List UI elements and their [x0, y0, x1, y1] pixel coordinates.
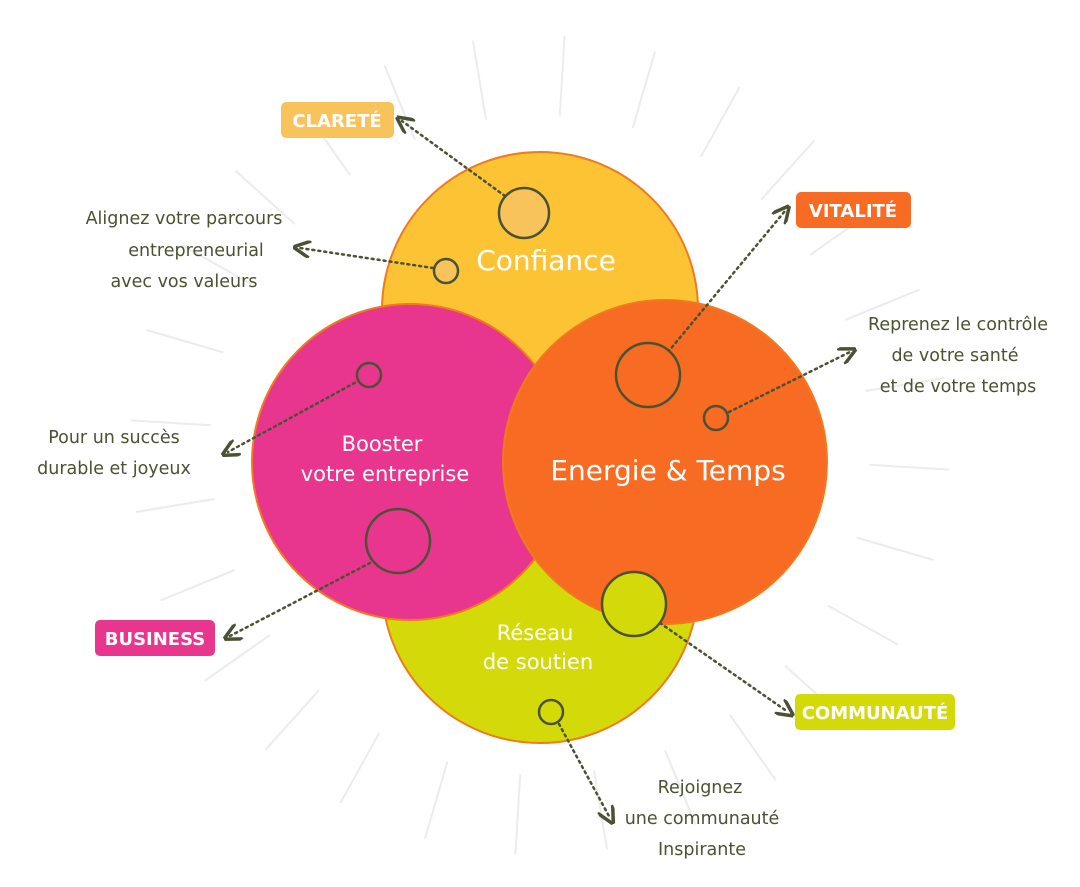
connector-rejoignez	[557, 722, 610, 818]
confiance-label: Confiance	[476, 244, 616, 277]
connector-parcours	[300, 248, 435, 270]
note-sante-line2: de votre santé	[891, 346, 1018, 366]
connectors	[228, 121, 850, 818]
ray	[865, 376, 945, 392]
tag-clarete-label: CLARETÉ	[292, 110, 381, 132]
booster-label-line2: votre entreprise	[301, 462, 470, 486]
ray	[760, 139, 816, 201]
connector-clarete	[402, 121, 507, 198]
connector-succes	[228, 378, 362, 452]
note-parcours-line1: Alignez votre parcours	[86, 209, 283, 229]
tag-vitalite-bg	[796, 192, 911, 228]
sunburst-rays	[130, 35, 950, 855]
tag-business-bg	[95, 620, 215, 656]
energie-circle	[502, 299, 828, 625]
ray	[514, 774, 522, 855]
reseau-label-line2: de soutien	[483, 650, 593, 674]
note-communaute-line3: Inspirante	[658, 840, 746, 860]
connector-vitalite	[666, 211, 785, 354]
bubble-communaute	[600, 570, 668, 638]
tag-vitalite: VITALITÉ	[796, 192, 911, 228]
note-succes-line1: Pour un succès	[48, 428, 180, 448]
booster-label-line1: Booster	[342, 432, 423, 456]
ray	[160, 569, 235, 602]
energie-label: Energie & Temps	[550, 454, 785, 487]
ray	[631, 51, 656, 129]
ray	[204, 634, 271, 682]
note-sante-line3: et de votre temps	[880, 377, 1037, 397]
tag-communaute-label: COMMUNAUTÉ	[802, 702, 949, 724]
note-communaute-line1: Rejoignez	[658, 778, 743, 798]
note-communaute-line2: une communauté	[625, 809, 780, 829]
ray	[130, 419, 211, 427]
ray	[135, 498, 215, 514]
ray	[146, 329, 224, 354]
ray	[471, 40, 487, 120]
bubble-business	[364, 507, 432, 575]
bubble-vitalite	[614, 341, 682, 409]
connector-communaute	[658, 621, 788, 712]
ray	[264, 689, 320, 751]
ray	[664, 750, 697, 825]
bubble-sante	[702, 404, 730, 432]
ray	[339, 732, 381, 804]
note-sante-line1: Reprenez le contrôle	[868, 315, 1048, 335]
ray	[699, 86, 741, 158]
tag-clarete-bg	[281, 102, 394, 138]
ray	[424, 761, 449, 839]
reseau-label-line1: Réseau	[497, 621, 574, 645]
bubble-succes	[355, 361, 383, 389]
note-parcours-line2: entrepreneurial	[128, 241, 264, 261]
tag-business: BUSINESS	[95, 620, 215, 656]
tag-business-label: BUSINESS	[105, 629, 205, 650]
ray	[869, 463, 950, 471]
tag-clarete: CLARETÉ	[281, 102, 394, 138]
tag-vitalite-label: VITALITÉ	[809, 200, 897, 222]
note-parcours-line3: avec vos valeurs	[111, 272, 258, 292]
note-succes-line2: durable et joyeux	[37, 459, 191, 479]
bubble-parcours	[432, 257, 460, 285]
tag-communaute-bg	[795, 694, 955, 730]
connector-business	[230, 561, 372, 636]
tag-communaute: COMMUNAUTÉ	[795, 694, 955, 730]
connector-sante	[727, 352, 850, 414]
ray	[234, 169, 296, 225]
ray	[845, 288, 920, 321]
ray	[856, 536, 934, 561]
ray	[558, 35, 566, 116]
bubble-rejoignez	[537, 698, 565, 726]
ray	[729, 714, 777, 781]
bubble-clarete	[497, 186, 551, 240]
ray	[827, 604, 899, 646]
ray	[181, 244, 253, 286]
